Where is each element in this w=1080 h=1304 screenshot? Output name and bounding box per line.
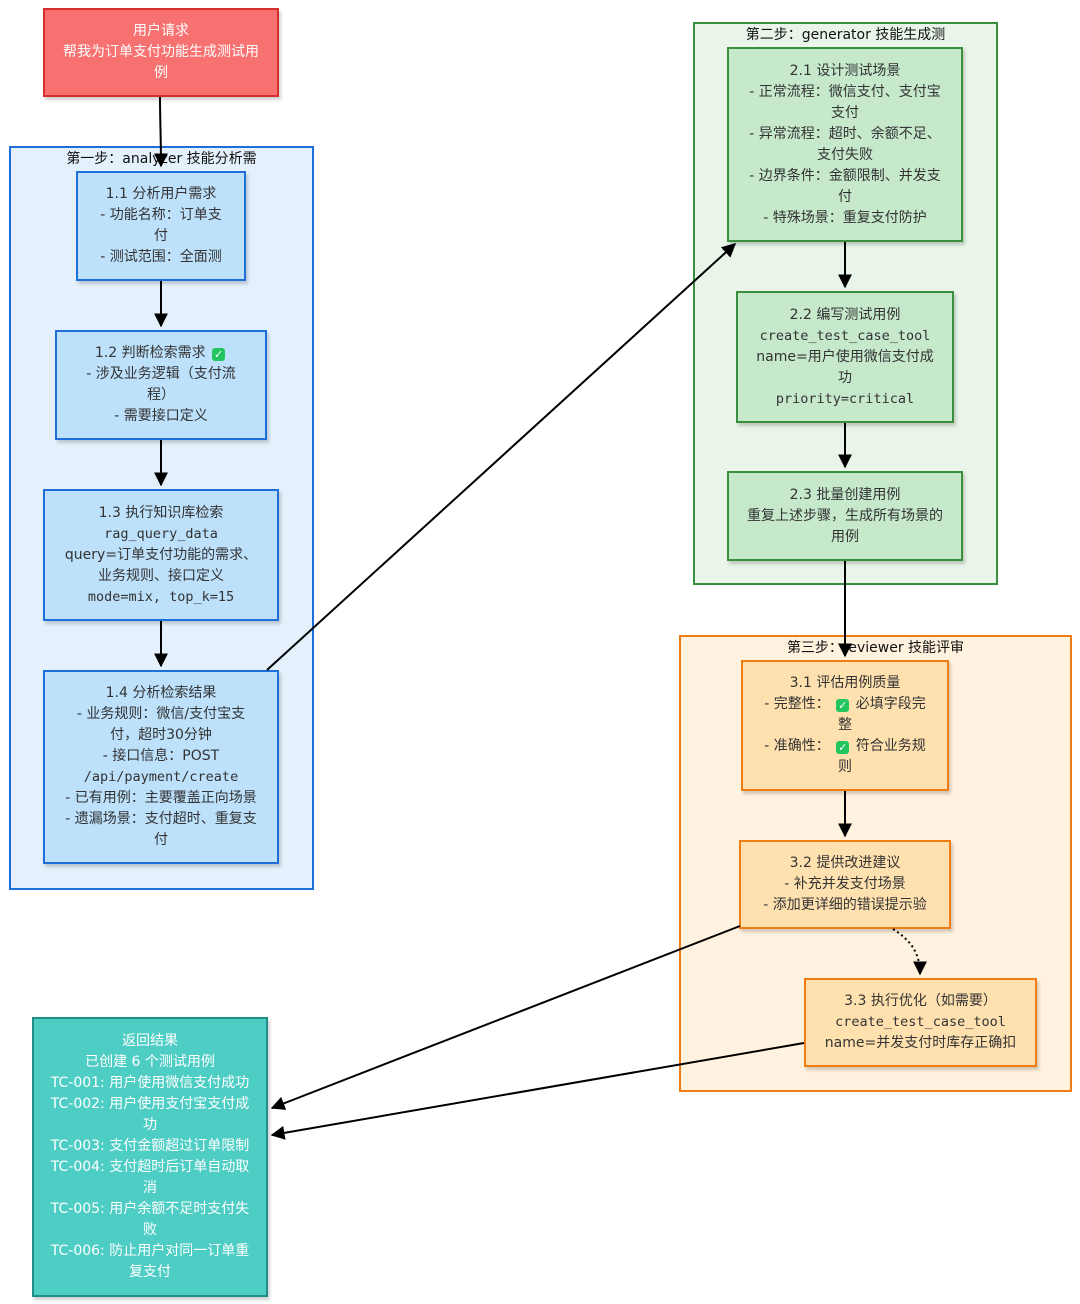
node-line: mode=mix, top_k=15 xyxy=(87,588,235,605)
node-line: 必填字段完 xyxy=(855,696,926,712)
node-line: 支付 xyxy=(830,104,859,121)
node-line: 败 xyxy=(142,1222,157,1238)
step-3-2-node: 3.2 提供改进建议 - 补充并发支付场景 - 添加更详细的错误提示验 xyxy=(739,840,951,929)
node-line: 付 xyxy=(837,188,852,205)
node-line: TC-001: 用户使用微信支付成功 xyxy=(50,1075,250,1091)
node-line: 功 xyxy=(838,369,852,386)
node-line: 付 xyxy=(153,832,168,848)
step-2-3-node: 2.3 批量创建用例 重复上述步骤，生成所有场景的 用例 xyxy=(727,471,963,561)
node-line: 1.3 执行知识库检索 xyxy=(98,504,224,521)
node-line: /api/payment/create xyxy=(83,769,239,785)
node-line: 用户请求 xyxy=(133,23,189,39)
node-line: 1.1 分析用户需求 xyxy=(105,186,217,202)
check-mark-icon: ✓ xyxy=(836,741,850,754)
result-node: 返回结果 已创建 6 个测试用例 TC-001: 用户使用微信支付成功 TC-0… xyxy=(32,1017,268,1297)
step-3-1-node: 3.1 评估用例质量 - 完整性： ✓ 必填字段完 整 - 准确性： ✓ 符合业… xyxy=(741,660,949,791)
node-line: 消 xyxy=(142,1180,157,1196)
step-3-3-node: 3.3 执行优化（如需要） create_test_case_tool name… xyxy=(804,978,1037,1067)
node-line: - 功能名称：订单支 xyxy=(100,207,222,223)
check-mark-icon: ✓ xyxy=(212,348,226,361)
node-line: TC-004: 支付超时后订单自动取 xyxy=(50,1159,250,1175)
node-line: TC-006: 防止用户对同一订单重 xyxy=(50,1243,250,1259)
node-line: name=并发支付时库存正确扣 xyxy=(824,1035,1017,1051)
node-line: 程） xyxy=(146,387,175,403)
node-line: 支付失败 xyxy=(816,146,873,163)
node-line: 业务规则、接口定义 xyxy=(98,567,224,584)
node-line: - 异常流程：超时、余额不足、 xyxy=(749,125,941,142)
node-line: 重复上述步骤，生成所有场景的 xyxy=(747,507,943,524)
node-line: TC-005: 用户余额不足时支付失 xyxy=(50,1201,250,1217)
reviewer-group-title: 第三步：reviewer 技能评审 xyxy=(786,640,965,656)
node-line: - 准确性： xyxy=(764,738,830,754)
node-line: 用例 xyxy=(831,528,859,545)
node-line: - 特殊场景：重复支付防护 xyxy=(763,209,927,226)
node-line: - 正常流程：微信支付、支付宝 xyxy=(749,83,941,100)
node-line: 则 xyxy=(837,759,852,775)
node-line: TC-002: 用户使用支付宝支付成 xyxy=(50,1096,250,1112)
node-line: 3.2 提供改进建议 xyxy=(789,855,901,871)
node-line: - 完整性： xyxy=(764,696,830,712)
node-line: - 接口信息：POST xyxy=(102,748,220,764)
node-line: 返回结果 xyxy=(121,1033,178,1049)
node-line: 功 xyxy=(142,1117,157,1133)
node-line: 帮我为订单支付功能生成测试用 xyxy=(63,44,259,60)
node-line: 1.4 分析检索结果 xyxy=(105,685,217,701)
edge-1-4-to-2-1 xyxy=(266,243,737,671)
node-line: 2.2 编写测试用例 xyxy=(789,306,901,323)
edge-3-2-to-result xyxy=(270,925,741,1110)
node-line: rag_query_data xyxy=(104,525,218,542)
generator-group-title: 第二步：generator 技能生成测 xyxy=(745,27,946,43)
analyzer-group-title: 第一步：analyzer 技能分析需 xyxy=(66,151,257,167)
node-line: 2.1 设计测试场景 xyxy=(789,62,901,79)
node-line: 3.1 评估用例质量 xyxy=(789,675,901,691)
node-line: - 边界条件：金额限制、并发支 xyxy=(749,167,941,184)
node-line: - 遗漏场景：支付超时、重复支 xyxy=(65,811,257,827)
node-line: 1.2 判断检索需求 xyxy=(94,345,206,361)
node-line: 例 xyxy=(154,65,168,81)
check-mark-icon: ✓ xyxy=(836,699,850,712)
node-line: 3.3 执行优化（如需要） xyxy=(844,993,997,1009)
node-line: TC-003: 支付金额超过订单限制 xyxy=(50,1138,250,1154)
step-1-4-node: 1.4 分析检索结果 - 业务规则：微信/支付宝支 付，超时30分钟 - 接口信… xyxy=(43,670,279,864)
node-line: - 涉及业务逻辑（支付流 xyxy=(86,366,236,382)
step-2-1-node: 2.1 设计测试场景 - 正常流程：微信支付、支付宝 支付 - 异常流程：超时、… xyxy=(727,47,963,242)
node-line: priority=critical xyxy=(775,390,915,407)
node-line: 付，超时30分钟 xyxy=(110,727,212,743)
node-line: query=订单支付功能的需求、 xyxy=(64,546,258,563)
node-line: 符合业务规 xyxy=(855,738,926,754)
node-line: 已创建 6 个测试用例 xyxy=(85,1054,215,1070)
node-line: - 添加更详细的错误提示验 xyxy=(763,897,927,913)
step-2-2-node: 2.2 编写测试用例 create_test_case_tool name=用户… xyxy=(736,291,954,423)
node-line: - 补充并发支付场景 xyxy=(784,876,906,892)
node-line: 付 xyxy=(153,228,168,244)
node-line: - 测试范围：全面测 xyxy=(100,249,222,265)
node-line: 复支付 xyxy=(128,1264,171,1280)
node-line: - 已有用例：主要覆盖正向场景 xyxy=(65,790,257,806)
user-request-node: 用户请求 帮我为订单支付功能生成测试用 例 xyxy=(43,8,279,97)
node-line: 整 xyxy=(837,717,852,733)
node-line: - 需要接口定义 xyxy=(114,408,208,424)
step-1-3-node: 1.3 执行知识库检索 rag_query_data query=订单支付功能的… xyxy=(43,489,279,621)
node-line: - 业务规则：微信/支付宝支 xyxy=(76,706,246,722)
node-line: 2.3 批量创建用例 xyxy=(789,486,901,503)
step-1-2-node: 1.2 判断检索需求 ✓ - 涉及业务逻辑（支付流 程） - 需要接口定义 xyxy=(55,330,267,440)
node-line: create_test_case_tool xyxy=(835,1014,1006,1030)
step-1-1-node: 1.1 分析用户需求 - 功能名称：订单支 付 - 测试范围：全面测 xyxy=(76,171,246,281)
node-line: create_test_case_tool xyxy=(759,327,931,344)
node-line: name=用户使用微信支付成 xyxy=(756,348,934,365)
